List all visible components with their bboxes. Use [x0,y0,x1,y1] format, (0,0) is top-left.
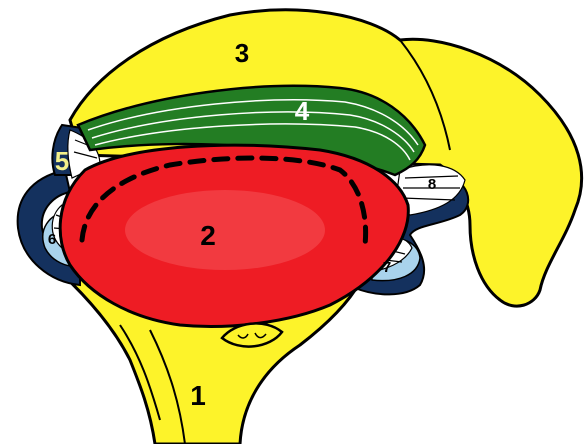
label-6: 6 [48,231,56,248]
red-body-highlight [125,190,325,270]
label-5: 5 [55,146,69,176]
label-3: 3 [235,38,249,68]
label-7: 7 [383,259,391,276]
label-1: 1 [190,380,206,411]
label-8: 8 [428,176,436,193]
label-2: 2 [200,220,216,251]
label-4: 4 [295,96,310,126]
